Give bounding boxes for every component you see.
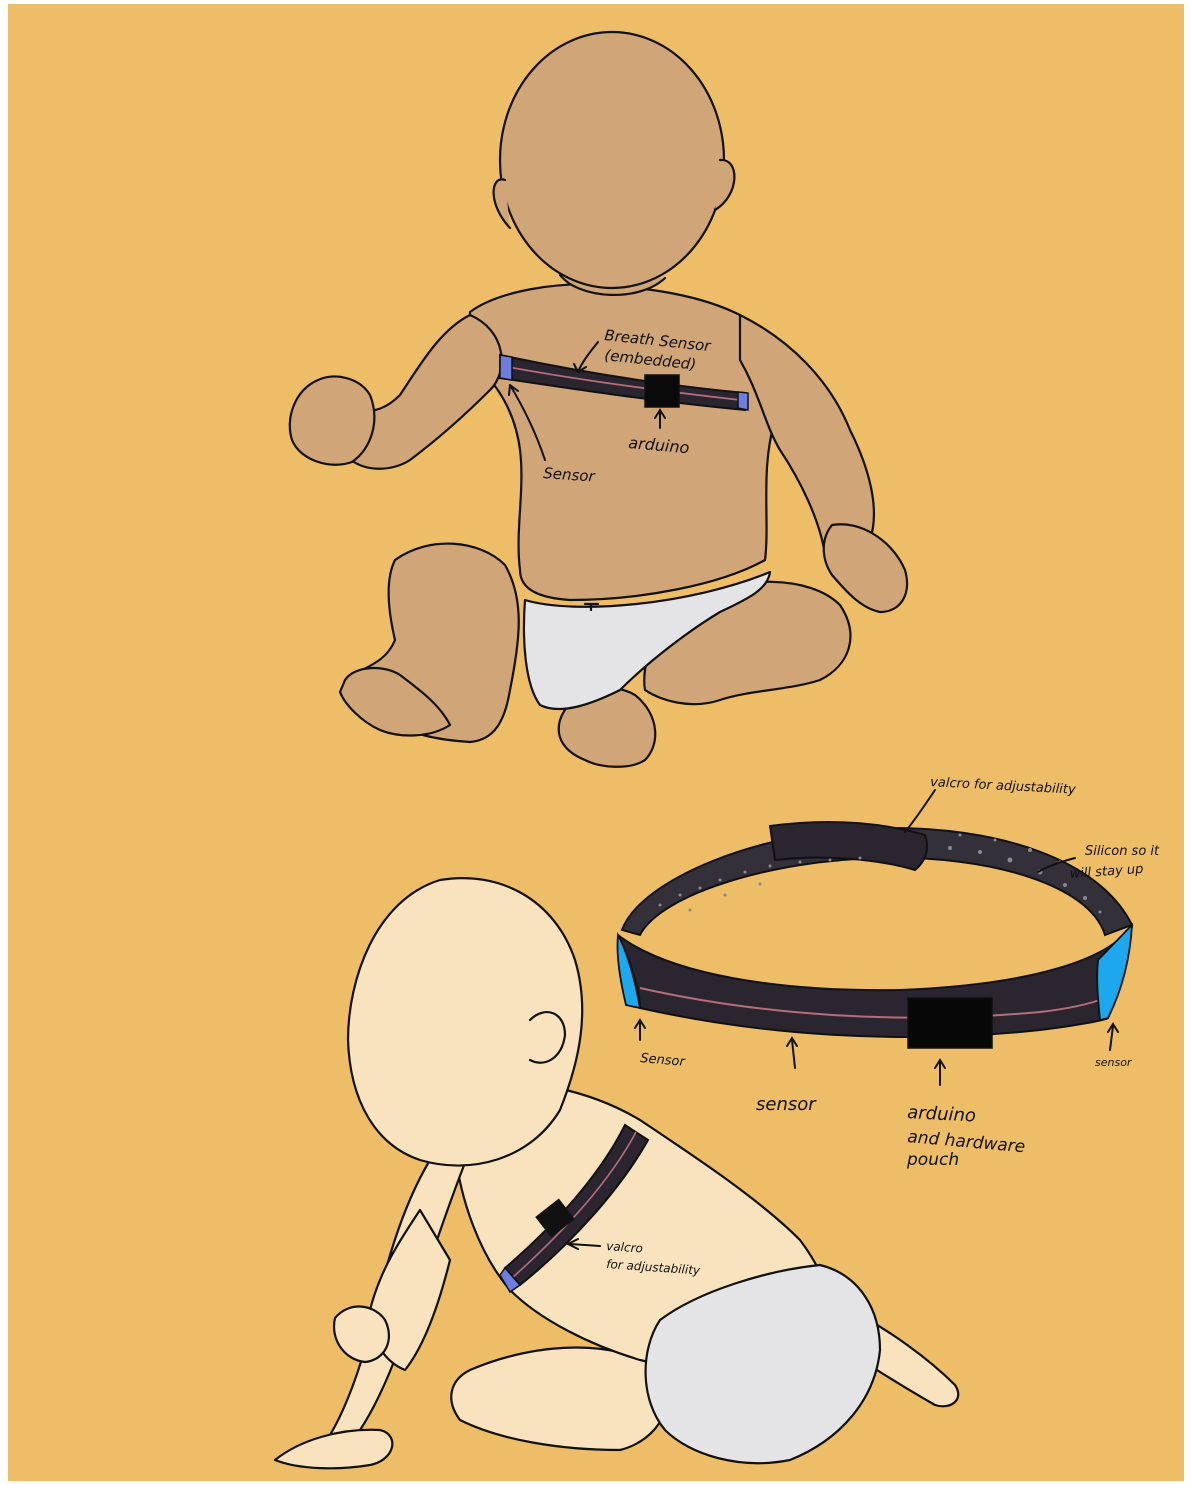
label-arduino-line3: pouch bbox=[906, 1150, 959, 1170]
label-sensor-right: sensor bbox=[1095, 1056, 1133, 1069]
label-sensor-middle: sensor bbox=[756, 1094, 817, 1115]
label-sensor-front: Sensor bbox=[543, 464, 596, 486]
front-strap-left-sensor bbox=[500, 355, 512, 380]
front-strap-arduino-pouch bbox=[645, 375, 679, 407]
front-strap-right-sensor bbox=[738, 392, 748, 410]
belt-arduino-pouch bbox=[908, 998, 992, 1048]
label-arduino-line1: arduino bbox=[907, 1102, 977, 1127]
label-velcro-back-line1: valcro bbox=[606, 1239, 644, 1256]
front-baby-left-fist bbox=[290, 376, 375, 464]
label-silicon-line1: Silicon so it bbox=[1085, 844, 1160, 859]
front-baby-head bbox=[500, 32, 724, 288]
